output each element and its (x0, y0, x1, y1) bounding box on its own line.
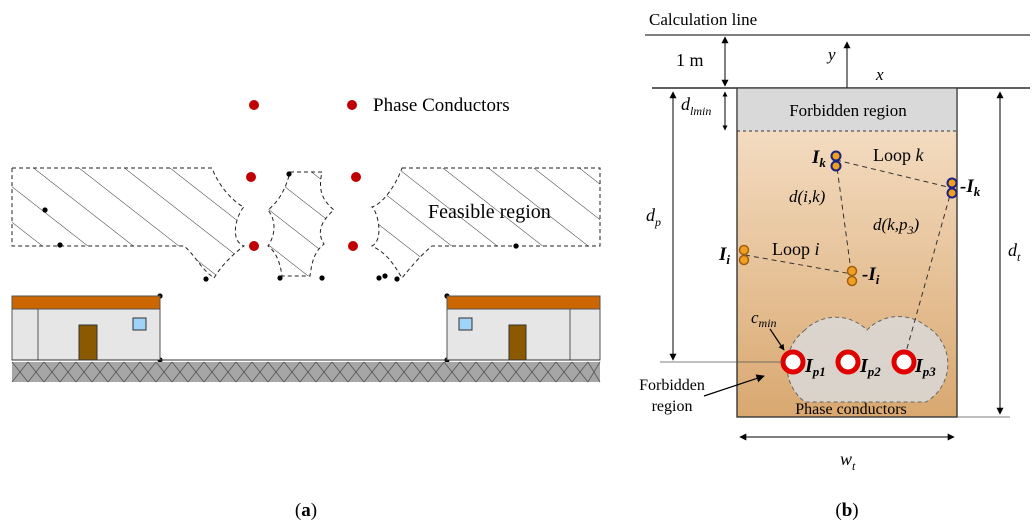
loop-k-neg-top (946, 177, 958, 189)
loop-k-pos-bot (830, 160, 842, 172)
house-left-window (132, 317, 147, 331)
d-kp3-label: d(k,p3) (873, 215, 919, 237)
neg-Ii-label: -Ii (862, 264, 880, 287)
loop-i-neg-top (846, 265, 858, 277)
ground (11, 359, 601, 383)
house-right (446, 295, 601, 361)
dt-label: dt (1008, 240, 1021, 264)
phase-dot (351, 172, 361, 182)
feasible-region-left (11, 167, 246, 279)
one-meter-label: 1 m (676, 50, 704, 70)
phase-conductors-b (780, 349, 917, 375)
caption-a: (a) (295, 500, 317, 521)
loop-conductors (738, 150, 958, 287)
phase-conductor-2 (835, 349, 861, 375)
calculation-line-label: Calculation line (649, 10, 757, 29)
forbidden-region-top (737, 88, 957, 131)
y-axis-label: y (826, 45, 836, 64)
panel-a: Phase Conductors Feasible region (a) (11, 95, 601, 521)
d-ik-label: d(i,k) (789, 187, 826, 206)
phase-dot (249, 241, 259, 251)
feasible-region-middle (267, 171, 335, 277)
vertex-dot (513, 243, 519, 249)
feasible-region (11, 167, 601, 279)
caption-b: (b) (835, 500, 858, 521)
vertex-dot (394, 276, 400, 282)
house-right-window (458, 317, 473, 331)
panel-b: Calculation line 1 m y x Forbidden regio… (639, 10, 1030, 521)
house-left-roof (11, 295, 161, 310)
phase-conductor-dots (246, 100, 361, 251)
vertex-dot (319, 275, 325, 281)
neg-Ik-label: -Ik (960, 176, 981, 199)
loop-i-neg-bot (846, 275, 858, 287)
phase-dot (249, 100, 259, 110)
dp-label: dp (646, 205, 661, 229)
loop-k-neg-bot (946, 187, 958, 199)
ground-strip (12, 362, 600, 382)
loop-k-label: Loop k (873, 145, 925, 165)
phase-conductors-label: Phase Conductors (373, 95, 510, 116)
wt-label: wt (840, 449, 856, 473)
house-right-roof (446, 295, 601, 310)
vertex-dot (376, 275, 382, 281)
dlmin-label: dlmin (681, 94, 711, 118)
x-axis-label: x (875, 65, 884, 84)
house-left (11, 295, 161, 361)
vertex-dot (42, 207, 48, 213)
vertex-dot (203, 276, 209, 282)
loop-i-pos-top (738, 244, 750, 256)
phase-dot (347, 100, 357, 110)
phase-dot (246, 172, 256, 182)
phase-conductor-1 (780, 349, 806, 375)
Ii-label: Ii (718, 244, 730, 267)
forbidden-region-top-label: Forbidden region (789, 101, 907, 120)
feasible-region-right (370, 167, 601, 279)
loop-i-pos-bot (738, 254, 750, 266)
forbidden-region-bottom-line1: Forbidden (639, 377, 705, 394)
phase-dot (348, 241, 358, 251)
feasible-region-label: Feasible region (428, 201, 551, 223)
house-right-door (508, 324, 527, 361)
phase-conductors-label-b: Phase conductors (795, 401, 907, 418)
vertex-dot (277, 275, 283, 281)
vertex-dot (286, 171, 292, 177)
loop-k-pos-top (830, 150, 842, 162)
house-left-door (78, 324, 98, 361)
forbidden-region-bottom-line2: region (652, 398, 693, 415)
forbidden-region-phase (786, 316, 949, 403)
loop-i-label: Loop i (772, 239, 820, 259)
vertex-dot (382, 273, 388, 279)
phase-conductor-3 (891, 349, 917, 375)
vertex-dot (57, 242, 63, 248)
